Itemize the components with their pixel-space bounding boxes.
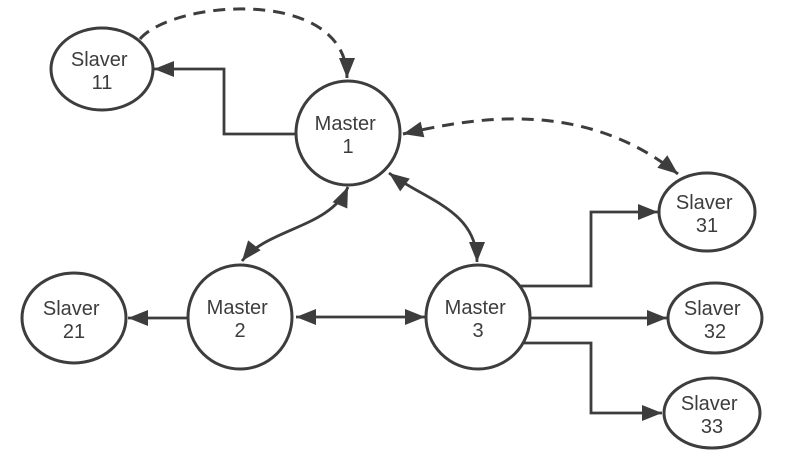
- slaver-11-label-line2: 11: [92, 72, 113, 94]
- slaver-31-label-line1: Slaver: [676, 192, 733, 214]
- node-slaver-21: Slaver 21: [20, 271, 128, 365]
- master-2-shape: [186, 263, 294, 371]
- slaver-31-label-line2: 31: [696, 215, 718, 237]
- node-master-3: Master 3: [424, 263, 532, 371]
- master-2-label-line2: 2: [234, 320, 245, 342]
- edge-master3-to-slaver33: [523, 341, 662, 421]
- slaver-11-label-line1: Slaver: [71, 49, 128, 71]
- slaver-11-label: Slaver 11: [71, 49, 133, 94]
- slaver-31-shape: [657, 171, 757, 253]
- edge-master1-master3: [388, 171, 485, 263]
- slaver-33-label-line1: Slaver: [681, 393, 738, 415]
- slaver-32-label-line1: Slaver: [684, 298, 741, 320]
- slaver-31-label: Slaver 31: [676, 192, 738, 237]
- slaver-33-label-line2: 33: [701, 416, 723, 438]
- slaver-32-shape: [666, 281, 764, 355]
- edge-slaver11-to-master1-dashed: [138, 7, 355, 79]
- node-slaver-32: Slaver 32: [666, 281, 764, 355]
- slaver-33-shape: [662, 376, 762, 450]
- master-1-label-line2: 1: [342, 136, 353, 158]
- master-3-label: Master 3: [445, 297, 512, 342]
- master-3-label-line1: Master: [445, 297, 506, 319]
- node-master-1: Master 1: [294, 79, 402, 187]
- edge-master1-to-slaver11: [154, 61, 296, 136]
- slaver-21-label-line1: Slaver: [43, 298, 100, 320]
- node-slaver-11: Slaver 11: [49, 26, 155, 112]
- master-2-label: Master 2: [207, 297, 274, 342]
- edge-master3-to-slaver31: [520, 204, 658, 288]
- node-slaver-31: Slaver 31: [657, 171, 757, 253]
- node-slaver-33: Slaver 33: [662, 376, 762, 450]
- slaver-21-label: Slaver 21: [43, 298, 105, 343]
- slaver-11-shape: [49, 26, 155, 112]
- master-3-shape: [424, 263, 532, 371]
- edge-master1-master2: [240, 186, 350, 262]
- master-3-label-line2: 3: [472, 320, 483, 342]
- master-2-label-line1: Master: [207, 297, 268, 319]
- slaver-33-label: Slaver 33: [681, 393, 743, 438]
- slaver-32-label: Slaver 32: [684, 298, 746, 343]
- master-1-label: Master 1: [315, 113, 382, 158]
- master-1-label-line1: Master: [315, 113, 376, 135]
- slaver-21-label-line2: 21: [63, 321, 85, 343]
- slaver-21-shape: [20, 271, 128, 365]
- node-master-2: Master 2: [186, 263, 294, 371]
- slaver-32-label-line2: 32: [704, 321, 726, 343]
- edge-master1-slaver31-dashed: [402, 117, 679, 176]
- master-1-shape: [294, 79, 402, 187]
